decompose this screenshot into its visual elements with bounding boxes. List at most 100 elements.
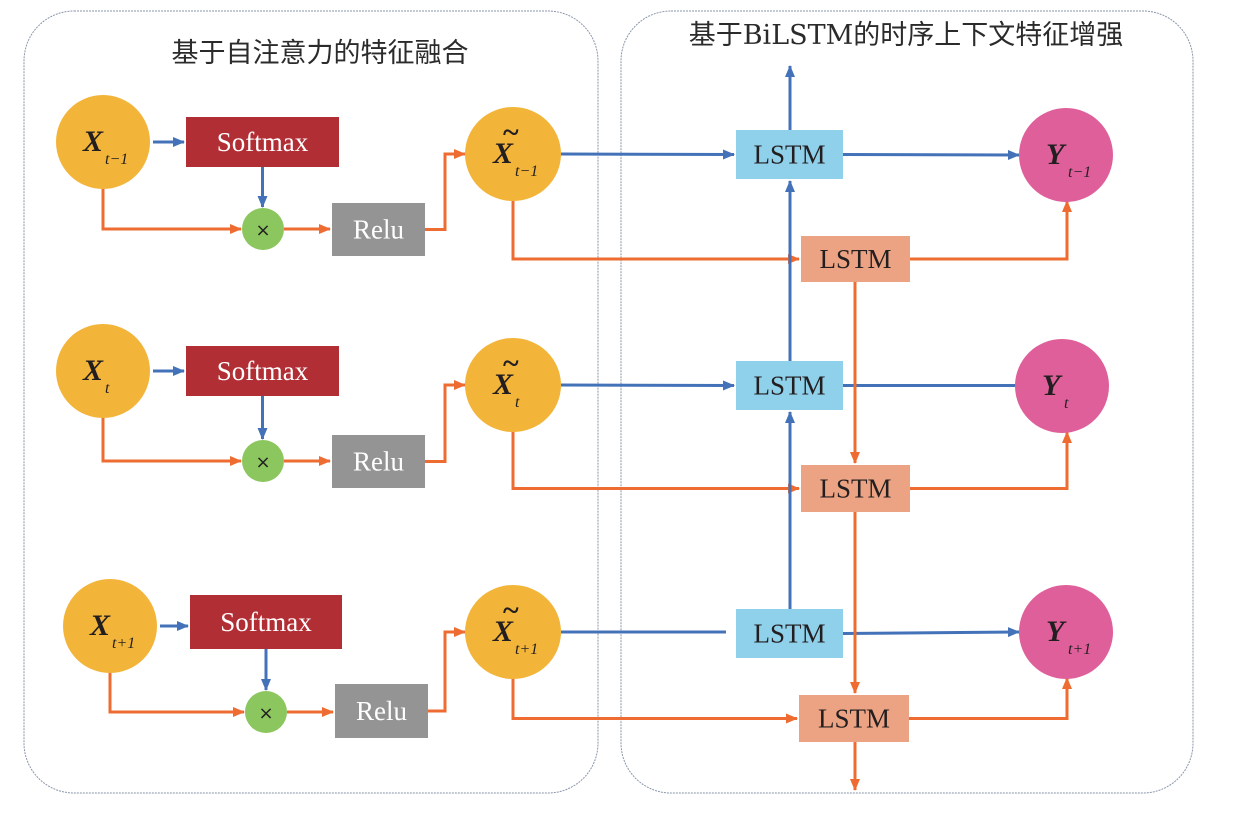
- row-1-backward-lstm-rect: [801, 236, 910, 282]
- connection-arrows: [101, 65, 1072, 791]
- row-3-output-node-circle: [1019, 585, 1113, 679]
- row-2-input-to-multiply-arrow: [101, 417, 242, 466]
- row-3-fused-to-backward-lstm-arrow: [511, 677, 798, 724]
- row-2-backward-lstm-to-output-arrow: [910, 431, 1072, 490]
- row-1-relu-box: Relu: [332, 203, 425, 256]
- row-2-backward-lstm-label: LSTM: [819, 474, 891, 504]
- row-1-fused-to-backward-lstm-arrow: [511, 199, 800, 264]
- row-3-output-node: Yt+1: [1019, 585, 1113, 679]
- row-1-fused-to-forward-lstm-arrow: [560, 149, 735, 160]
- row-2-input-node-symbol: X: [82, 354, 104, 387]
- row-3-fused-feature-node-tilde: ~: [502, 594, 519, 627]
- row-2-softmax-box-rect: [186, 346, 339, 396]
- row-1-output-node-symbol: Y: [1046, 138, 1067, 171]
- row-3-softmax-box: Softmax: [190, 595, 342, 649]
- row-2-fused-to-backward-lstm-arrow: [511, 430, 800, 494]
- row-1-backward-lstm-to-output-arrow: [910, 200, 1072, 261]
- row-3-forward-lstm: LSTM: [736, 609, 843, 658]
- row-2-fused-to-forward-lstm-arrow: [560, 380, 735, 391]
- diagram-nodes: Xt−1Softmax×ReluX~t−1LSTMLSTMYt−1XtSoftm…: [56, 95, 1113, 742]
- row-2-output-node-subscript: t: [1064, 395, 1069, 412]
- row-2-fused-feature-node-subscript: t: [515, 394, 520, 411]
- row-3-relu-box: Relu: [335, 684, 428, 738]
- row-3-input-node: Xt+1: [63, 579, 157, 673]
- row-3-relu-to-fused-arrow: [428, 627, 466, 713]
- row-1-fused-feature-node: X~ t−1: [465, 107, 561, 201]
- row-3-input-node-circle: [63, 579, 157, 673]
- row-2-output-node-symbol: Y: [1042, 369, 1063, 402]
- row-2-relu-box: Relu: [332, 435, 425, 488]
- row-1-output-node: Yt−1: [1019, 108, 1113, 202]
- row-1-fused-feature-node-circle: [465, 107, 561, 201]
- row-3-multiply-node: ×: [245, 691, 287, 733]
- row-1-forward-lstm-label: LSTM: [753, 140, 825, 170]
- row-2-relu-box-rect: [332, 435, 425, 488]
- row-1-softmax-box-rect: [186, 117, 339, 167]
- row-2-fused-feature-node-circle: [465, 338, 561, 432]
- row-3-forward-lstm-label: LSTM: [753, 619, 825, 649]
- row-3-forward-lstm-rect: [736, 609, 843, 658]
- row-1-input-node: Xt−1: [56, 95, 150, 189]
- row-1-multiply-node: ×: [242, 208, 284, 250]
- row-2-output-node: Yt: [1015, 339, 1109, 433]
- row-1-relu-box-rect: [332, 203, 425, 256]
- row-1-output-node-circle: [1019, 108, 1113, 202]
- row-2-forward-lstm: LSTM: [736, 361, 843, 410]
- row-1-input-node-symbol: X: [82, 125, 104, 158]
- row-3-multiply-circle: [245, 691, 287, 733]
- row-3-backward-lstm: LSTM: [799, 695, 909, 742]
- row-1-forward-lstm-to-output-arrow: [842, 149, 1020, 160]
- row-1-input-to-multiply-arrow: [101, 188, 242, 234]
- row-3-fused-feature-node-subscript: t+1: [515, 641, 538, 658]
- row-3-fused-feature-node-symbol: X: [492, 615, 514, 648]
- row-2-output-node-circle: [1015, 339, 1109, 433]
- row-1-fused-feature-node-tilde: ~: [502, 116, 519, 149]
- row-3-softmax-box-label: Softmax: [220, 607, 312, 637]
- row-2-forward-lstm-label: LSTM: [753, 371, 825, 401]
- row-3-backward-lstm-label: LSTM: [818, 704, 890, 734]
- row-2-fused-feature-node: X~ t: [465, 338, 561, 432]
- row-2-relu-box-label: Relu: [353, 447, 404, 477]
- row-1-input-node-subscript: t−1: [105, 151, 128, 168]
- row-3-forward-lstm-to-output-arrow: [842, 627, 1020, 638]
- row-2-input-node-circle: [56, 324, 150, 418]
- row-3-output-node-symbol: Y: [1046, 615, 1067, 648]
- row-3-output-node-subscript: t+1: [1068, 641, 1091, 658]
- row-2-input-node-subscript: t: [105, 380, 110, 397]
- row-2-backward-lstm: LSTM: [801, 465, 910, 512]
- row-3-fused-feature-node: X~ t+1: [465, 585, 561, 679]
- row-1-multiply-symbol: ×: [255, 220, 270, 241]
- row-2-fused-feature-node-symbol: X: [492, 368, 514, 401]
- row-2-multiply-node: ×: [242, 440, 284, 482]
- row-2-fused-feature-node-tilde: ~: [502, 347, 519, 380]
- row-3-input-node-subscript: t+1: [112, 635, 135, 652]
- row-3-input-node-symbol: X: [89, 609, 111, 642]
- row-2-forward-lstm-rect: [736, 361, 843, 410]
- row-1-fused-feature-node-symbol: X: [492, 137, 514, 170]
- row-1-relu-box-label: Relu: [353, 215, 404, 245]
- row-1-forward-lstm-rect: [736, 130, 843, 179]
- row-3-relu-box-rect: [335, 684, 428, 738]
- row-3-input-to-multiply-arrow: [108, 672, 245, 717]
- row-1-output-node-subscript: t−1: [1068, 164, 1091, 181]
- bilstm-panel: [620, 10, 1194, 794]
- right-panel-title: 基于BiLSTM的时序上下文特征增强: [689, 20, 1124, 51]
- row-1-multiply-circle: [242, 208, 284, 250]
- row-1-backward-lstm-label: LSTM: [819, 244, 891, 274]
- row-2-softmax-box: Softmax: [186, 346, 339, 396]
- row-2-softmax-box-label: Softmax: [217, 356, 309, 386]
- row-2-multiply-symbol: ×: [255, 452, 270, 473]
- self-attention-panel: [23, 10, 599, 794]
- row-3-backward-lstm-to-output-arrow: [909, 677, 1072, 720]
- row-2-input-node: Xt: [56, 324, 150, 418]
- row-1-fused-feature-node-subscript: t−1: [515, 163, 538, 180]
- row-1-relu-to-fused-arrow: [425, 149, 466, 231]
- row-3-multiply-symbol: ×: [258, 703, 273, 724]
- row-2-multiply-circle: [242, 440, 284, 482]
- left-panel-title: 基于自注意力的特征融合: [172, 38, 469, 69]
- row-3-softmax-box-rect: [190, 595, 342, 649]
- row-1-softmax-box-label: Softmax: [217, 127, 309, 157]
- row-3-relu-box-label: Relu: [356, 696, 407, 726]
- row-3-backward-lstm-rect: [799, 695, 909, 742]
